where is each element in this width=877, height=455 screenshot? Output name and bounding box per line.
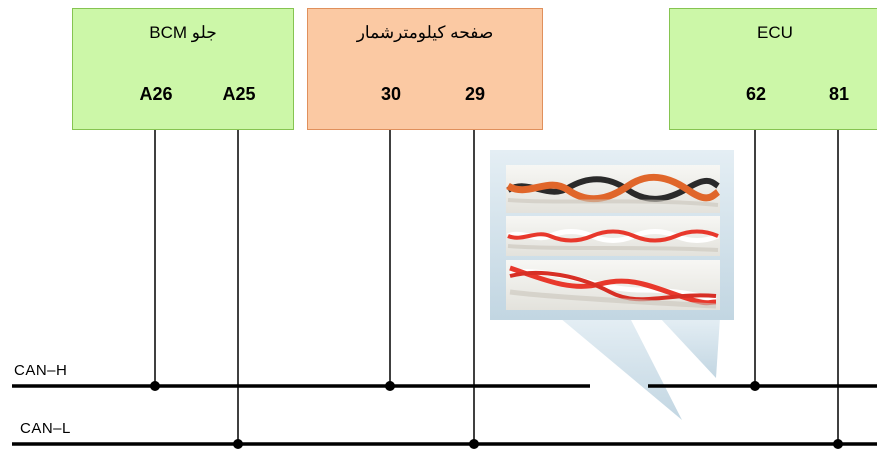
- can-h-label: CAN–H: [14, 362, 68, 379]
- bcm-title: BCM جلو: [149, 23, 217, 42]
- cable-sample-red-loose: [506, 260, 720, 310]
- junction-dot: [469, 439, 479, 449]
- drop-wires: [154, 130, 839, 444]
- bcm-pin-a26: A26: [139, 84, 173, 104]
- junction-dot: [150, 381, 160, 391]
- cluster-pin-29: 29: [464, 84, 486, 104]
- twisted-pair-callout: [490, 150, 734, 420]
- junction-dot: [750, 381, 760, 391]
- ecu-pin-81: 81: [828, 84, 850, 104]
- ecu-module: ECU 62 81: [669, 8, 877, 130]
- cluster-module: صفحه کیلومترشمار 30 29: [307, 8, 543, 130]
- junction-dot: [385, 381, 395, 391]
- ecu-title: ECU: [757, 23, 793, 42]
- can-l-label: CAN–L: [20, 420, 71, 437]
- callout-tail: [560, 318, 682, 420]
- callout-tail-right: [660, 318, 720, 378]
- junctions: [150, 381, 843, 449]
- ecu-pin-62: 62: [745, 84, 767, 104]
- junction-dot: [233, 439, 243, 449]
- bcm-pin-a25: A25: [222, 84, 256, 104]
- cluster-title: صفحه کیلومترشمار: [356, 23, 494, 42]
- cable-sample-orange-black: [506, 165, 721, 213]
- cluster-pin-30: 30: [380, 84, 402, 104]
- junction-dot: [833, 439, 843, 449]
- bcm-module: BCM جلو A26 A25: [72, 8, 294, 130]
- cable-sample-red-white: [506, 216, 720, 256]
